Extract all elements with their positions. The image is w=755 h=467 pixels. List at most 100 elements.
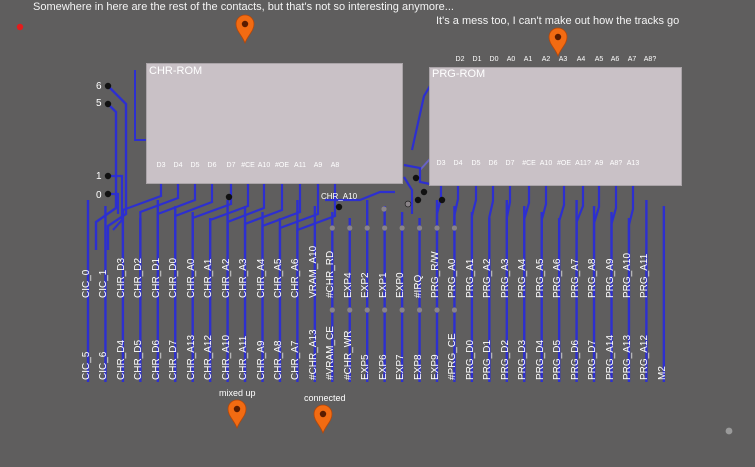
prg-rom-top-pin-label: A8?	[643, 56, 657, 63]
connector-hole	[382, 307, 388, 313]
chr-rom-pin-label: #CE	[241, 162, 255, 169]
prg-rom-trace	[592, 184, 601, 240]
chr-rom-trace	[156, 182, 197, 240]
note-top-right: It's a mess too, I can't make out how th…	[436, 15, 680, 27]
prg-rom-trace	[540, 184, 548, 240]
pin-number-6: 6	[96, 81, 102, 92]
prg-rom-trace	[627, 184, 635, 240]
chr-rom-pin-label: A10	[257, 162, 271, 169]
prg-rom-pin-label: D6	[488, 160, 498, 167]
connector-hole	[329, 307, 335, 313]
prg-rom-pin-label: A10	[539, 160, 553, 167]
prg-rom-top-pin-label: A6	[610, 56, 620, 63]
map-marker-icon	[235, 14, 255, 45]
connector-hole	[382, 225, 388, 231]
prg-rom-pin-label: D5	[471, 160, 481, 167]
note-top-left: Somewhere in here are the rest of the co…	[33, 1, 454, 13]
pin-number-5: 5	[96, 98, 102, 109]
connector-hole	[451, 307, 458, 313]
prg-rom-top-pin-label: A1	[523, 56, 533, 63]
prg-rom-title: PRG-ROM	[432, 68, 486, 80]
prg-rom-pin-label: D3	[436, 160, 446, 167]
via	[104, 172, 112, 180]
connector-hole	[416, 307, 423, 313]
connector-hole	[399, 307, 405, 313]
prg-rom-top-pin-label: A3	[558, 56, 568, 63]
chr-rom-pin-label: D3	[156, 162, 166, 169]
crossing-trace	[403, 176, 414, 214]
prg-rom-top-pin-label: D2	[455, 56, 465, 63]
chr-side-trace	[134, 70, 146, 141]
chr-rom-title: CHR-ROM	[149, 65, 203, 77]
connector-hole	[451, 225, 458, 231]
chr-rom-pin-label: D5	[190, 162, 200, 169]
crossing-trace	[403, 163, 431, 186]
connector-hole	[416, 225, 423, 231]
prg-rom-trace	[610, 184, 618, 240]
prg-rom-trace	[558, 184, 566, 240]
via	[335, 203, 343, 211]
chr-rom-pin-label: A11	[294, 162, 306, 169]
red-dot-icon	[16, 23, 24, 31]
chr-rom-trace	[278, 182, 320, 240]
connector-hole	[364, 307, 370, 313]
connector-hole	[381, 206, 387, 212]
connector-hole	[434, 307, 440, 313]
connector-hole	[434, 225, 440, 231]
map-marker-icon	[313, 404, 333, 435]
chr-rom-trace	[191, 182, 233, 240]
chr-rom-trace	[226, 182, 266, 240]
pin-number-0: 0	[96, 190, 102, 201]
prg-rom-pin-label: #OE	[556, 160, 572, 167]
chr-rom-pin-label: A9	[313, 162, 323, 169]
prg-rom-chip[interactable]	[429, 67, 682, 186]
prg-rom-top-pin-label: D1	[472, 56, 482, 63]
cic-trace	[94, 103, 118, 250]
connector-hole	[405, 201, 411, 207]
chr-rom-trace	[243, 182, 284, 240]
chr-rom-pin-label: D7	[226, 162, 236, 169]
connector-hole	[364, 225, 370, 231]
chr-rom-chip[interactable]	[146, 63, 403, 184]
via	[438, 196, 446, 204]
connector-hole	[399, 225, 405, 231]
prg-rom-pin-label: A9	[594, 160, 604, 167]
prg-rom-top-pin-label: A5	[594, 56, 604, 63]
prg-rom-pin-label: A8?	[609, 160, 623, 167]
prg-rom-top-pin-label: A7	[627, 56, 637, 63]
via	[225, 193, 233, 201]
prg-rom-top-pin-label: A4	[576, 56, 586, 63]
via	[104, 100, 112, 108]
connector-hole	[347, 307, 353, 313]
pin-number-1: 1	[96, 171, 102, 182]
chr-rom-trace	[121, 182, 163, 240]
chr-rom-trace	[209, 182, 250, 240]
cic-trace	[108, 174, 124, 231]
prg-rom-pin-label: D7	[505, 160, 515, 167]
via	[104, 82, 112, 90]
chr-rom-trace	[261, 182, 302, 240]
chr-rom-trace	[139, 182, 180, 240]
connector-hole	[329, 225, 335, 231]
chr-rom-pin-label: A8	[330, 162, 340, 169]
prg-rom-trace	[505, 184, 512, 240]
note-mixed-up: mixed up	[219, 388, 256, 398]
prg-rom-pin-label: A11?	[575, 160, 591, 167]
prg-rom-top-pin-label: A0	[506, 56, 516, 63]
map-marker-icon	[548, 27, 568, 58]
chr-rom-trace	[174, 182, 214, 240]
via	[412, 174, 420, 182]
chr-a10-net-trace	[325, 190, 395, 202]
via	[104, 190, 112, 198]
cic-trace	[108, 192, 120, 214]
prg-rom-pin-label: A13	[626, 160, 640, 167]
grey-dot-icon	[725, 427, 733, 435]
map-marker-icon	[227, 399, 247, 430]
prg-rom-trace	[488, 184, 495, 240]
cic-trace	[106, 85, 128, 250]
prg-rom-top-pin-label: A2	[541, 56, 551, 63]
via	[414, 196, 422, 204]
prg-rom-trace	[470, 184, 478, 240]
connector-hole	[347, 225, 353, 231]
